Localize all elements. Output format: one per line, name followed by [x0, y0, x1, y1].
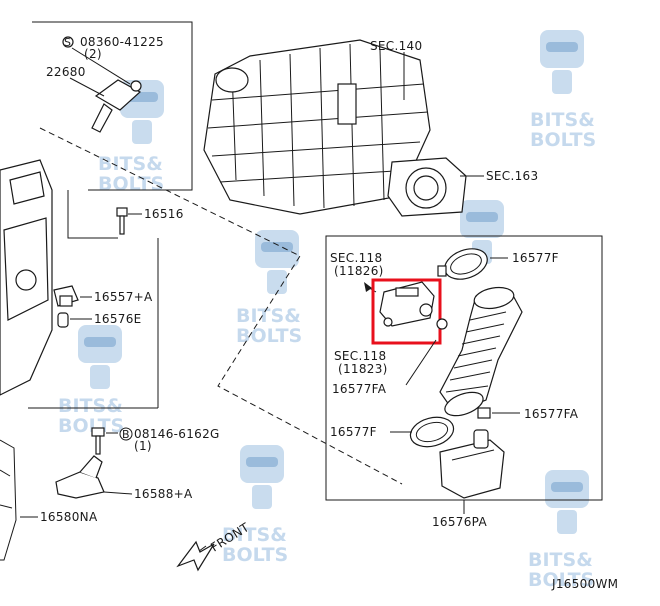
- bolt-icon: [91, 427, 105, 455]
- label-bolt-08360: 08360-41225: [80, 35, 164, 49]
- callout-bracket-16516: [67, 190, 118, 239]
- label-16576E: 16576E: [94, 312, 142, 326]
- label-16577F-top: 16577F: [512, 251, 559, 265]
- bracket-22680: [91, 79, 142, 133]
- label-16588A: 16588+A: [134, 487, 193, 501]
- robot-mascot-icon: [255, 230, 299, 294]
- label-bolt-08360-qty: (2): [84, 47, 102, 61]
- callout-bracket-top: [32, 21, 193, 191]
- screw-icon: S: [62, 36, 74, 49]
- hose-clamp-16577F-top: [437, 248, 488, 280]
- resonator-16576PA: [439, 429, 505, 499]
- leader-16577FA-left: [405, 339, 437, 386]
- label-sec118-bot-ref: (11823): [338, 362, 388, 376]
- bolt-symbol-b: B: [119, 427, 133, 441]
- clamp-16588A: [55, 455, 105, 499]
- label-16577FA-left: 16577FA: [332, 382, 387, 396]
- watermark-line2: BOLTS: [528, 569, 594, 591]
- labels: SEC.140 SEC.163 08360-41225 (2) 22680 16…: [40, 35, 618, 591]
- watermark-line2: BOLTS: [236, 325, 302, 347]
- highlight-box: [371, 278, 442, 345]
- svg-text:S: S: [64, 36, 71, 49]
- watermark-line1: BITS&: [58, 395, 123, 417]
- clamp-screw-16577FA: [477, 407, 491, 419]
- front-arrow: [176, 540, 215, 572]
- watermark-line2: BOLTS: [222, 544, 288, 566]
- robot-mascot-icon: [78, 325, 122, 389]
- leader-22680: [69, 77, 105, 97]
- label-22680: 22680: [46, 65, 86, 79]
- intake-manifold: [203, 39, 431, 215]
- leader-08360: [71, 47, 131, 85]
- watermark-line2: BOLTS: [58, 415, 124, 437]
- label-16576PA: 16576PA: [432, 515, 487, 529]
- label-16577F-bottom: 16577F: [330, 425, 377, 439]
- label-16580NA: 16580NA: [40, 510, 98, 524]
- air-duct: [436, 286, 523, 417]
- throttle-body: [387, 157, 467, 217]
- watermark-line2: BOLTS: [530, 129, 596, 151]
- watermark-group: BITS& BOLTS BITS& BOLTS BITS& BOLTS BITS…: [58, 30, 596, 591]
- label-sec163: SEC.163: [486, 169, 538, 183]
- grommet-16557A: [53, 285, 79, 307]
- watermark-line1: BITS&: [530, 109, 595, 131]
- bolt-icon: [116, 207, 128, 235]
- robot-mascot-icon: [540, 30, 584, 94]
- label-16577FA-right: 16577FA: [524, 407, 579, 421]
- watermark-line1: BITS&: [236, 305, 301, 327]
- robot-mascot-icon: [545, 470, 589, 534]
- label-16557A: 16557+A: [94, 290, 153, 304]
- watermark-line1: BITS&: [528, 549, 593, 571]
- collar-16576E: [57, 312, 69, 328]
- watermark-line1: BITS&: [98, 153, 163, 175]
- label-sec140: SEC.140: [370, 39, 422, 53]
- air-cleaner-assembly: [0, 159, 53, 561]
- svg-text:B: B: [122, 428, 130, 441]
- maf-sensor: [379, 281, 435, 327]
- label-sec118-bot: SEC.118: [334, 349, 386, 363]
- label-sec118-top: SEC.118: [330, 251, 382, 265]
- label-bolt-08146: 08146-6162G: [134, 427, 220, 441]
- diagram-code: J16500WM: [551, 577, 618, 591]
- arrow-head: [364, 282, 372, 292]
- leader-16588A: [103, 491, 133, 495]
- watermark-line1: BITS&: [222, 524, 287, 546]
- label-bolt-08146-qty: (1): [134, 439, 152, 453]
- label-16516: 16516: [144, 207, 184, 221]
- watermark-line2: BOLTS: [98, 173, 164, 195]
- label-sec118-top-ref: (11826): [334, 264, 384, 278]
- robot-mascot-icon: [240, 445, 284, 509]
- assembly-dashed-outline: [39, 127, 403, 485]
- hose-clamp-16577F-bottom: [409, 416, 455, 448]
